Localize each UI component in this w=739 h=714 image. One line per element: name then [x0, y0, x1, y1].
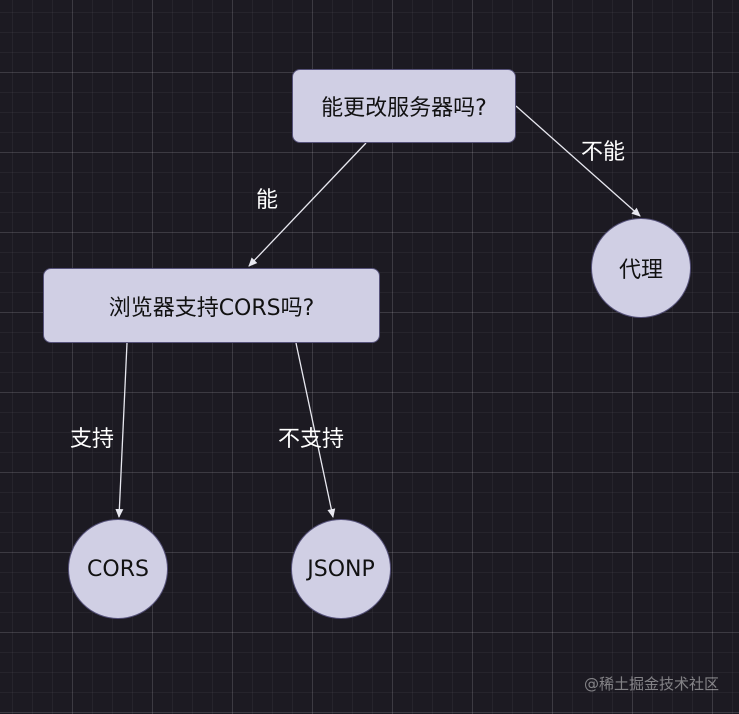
- edge-not-supported-arrow: [295, 342, 336, 518]
- edge-label-supports: 支持: [69, 427, 115, 452]
- node-proxy-label: 代理: [618, 258, 663, 283]
- node-can-change-server: 能更改服务器吗?: [292, 69, 516, 143]
- node-browser-supports-cors-label: 浏览器支持CORS吗?: [108, 295, 315, 321]
- edge-label-not-supported: 不支持: [277, 427, 345, 452]
- node-jsonp: JSONP: [291, 519, 391, 619]
- node-cors: CORS: [68, 519, 168, 619]
- node-cors-label: CORS: [87, 556, 149, 582]
- node-can-change-server-label: 能更改服务器吗?: [321, 96, 487, 121]
- edge-cannot-arrow: [515, 105, 641, 217]
- edge-can-arrow: [248, 142, 367, 267]
- node-jsonp-label: JSONP: [307, 556, 375, 582]
- edge-label-cannot: 不能: [580, 140, 626, 165]
- edge-supports-arrow: [115, 342, 128, 518]
- node-proxy: 代理: [591, 218, 691, 318]
- node-browser-supports-cors: 浏览器支持CORS吗?: [43, 268, 380, 343]
- watermark: @稀土掘金技术社区: [583, 675, 719, 693]
- edge-label-can: 能: [255, 188, 279, 213]
